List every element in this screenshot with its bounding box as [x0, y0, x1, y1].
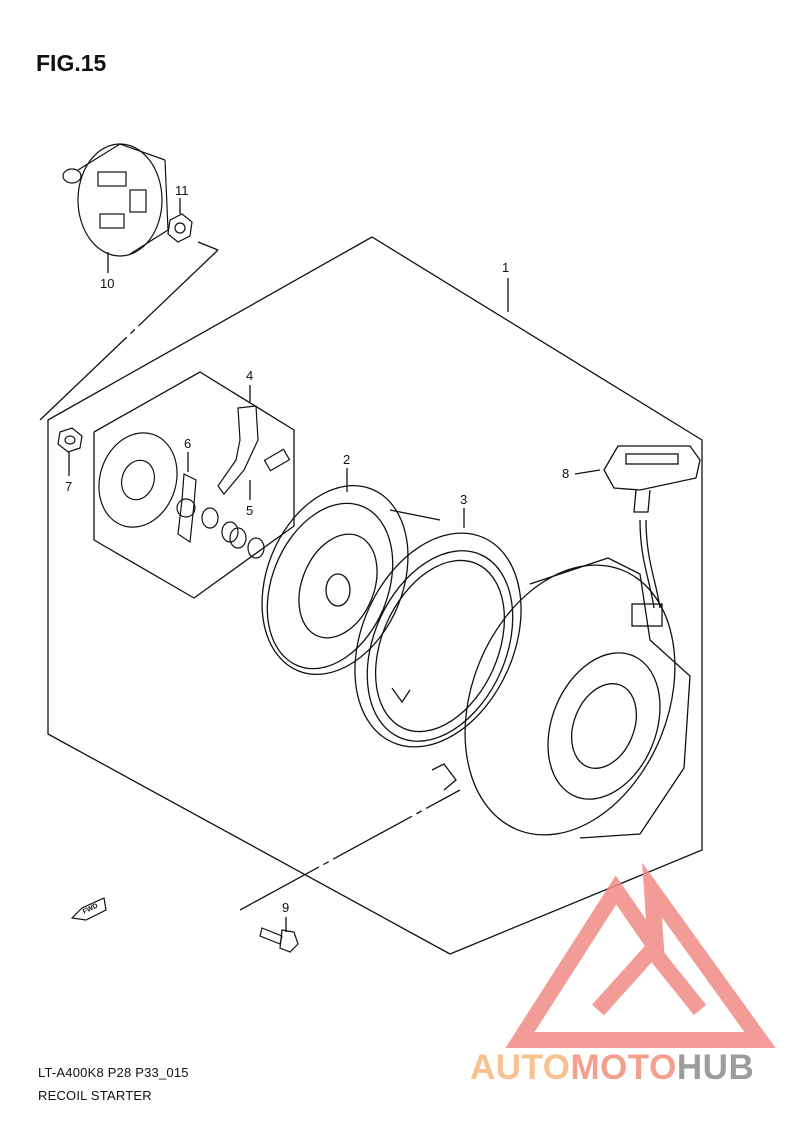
starter-handle-part-8	[603, 445, 701, 627]
reel-part-2	[261, 484, 441, 676]
callout-10: 10	[100, 276, 114, 291]
ratchet-guide-part-6	[176, 473, 197, 544]
callout-6: 6	[184, 436, 191, 451]
brand-part-hub: HUB	[676, 1048, 755, 1087]
callout-5: 5	[246, 503, 253, 518]
nut-part-7	[57, 427, 83, 453]
figure-title: FIG.15	[36, 50, 107, 76]
callout-3: 3	[460, 492, 467, 507]
bolt-part-9	[259, 927, 299, 953]
callout-2: 2	[343, 452, 350, 467]
callout-8: 8	[562, 466, 569, 481]
callout-4: 4	[246, 368, 253, 383]
brand-part-moto: MOTO	[570, 1048, 677, 1087]
fwd-arrow-icon: FWD	[70, 897, 107, 921]
assembly-name: RECOIL STARTER	[38, 1088, 152, 1103]
automotohub-logo-icon	[505, 862, 776, 1048]
starter-case	[431, 557, 691, 839]
subassembly-outline	[93, 371, 295, 599]
assembly-outline-1	[47, 236, 703, 955]
nut-part-11	[167, 213, 193, 243]
ratchet-part-4	[217, 405, 291, 495]
leader-line-10	[39, 249, 219, 421]
callout-9: 9	[282, 900, 289, 915]
leader-line-9	[239, 789, 461, 911]
recoil-spring-part-3	[354, 532, 522, 748]
model-code: LT-A400K8 P28 P33_015	[38, 1065, 189, 1080]
callout-7: 7	[65, 479, 72, 494]
callout-11: 11	[175, 183, 189, 198]
ratchet-hub-part-10	[62, 143, 169, 257]
brand-part-auto: AUTO	[470, 1048, 571, 1087]
callout-1: 1	[502, 260, 509, 275]
automotohub-watermark: AUTOMOTOHUB	[470, 1048, 754, 1088]
friction-plate	[98, 432, 178, 528]
spring-and-bushings	[201, 507, 265, 559]
